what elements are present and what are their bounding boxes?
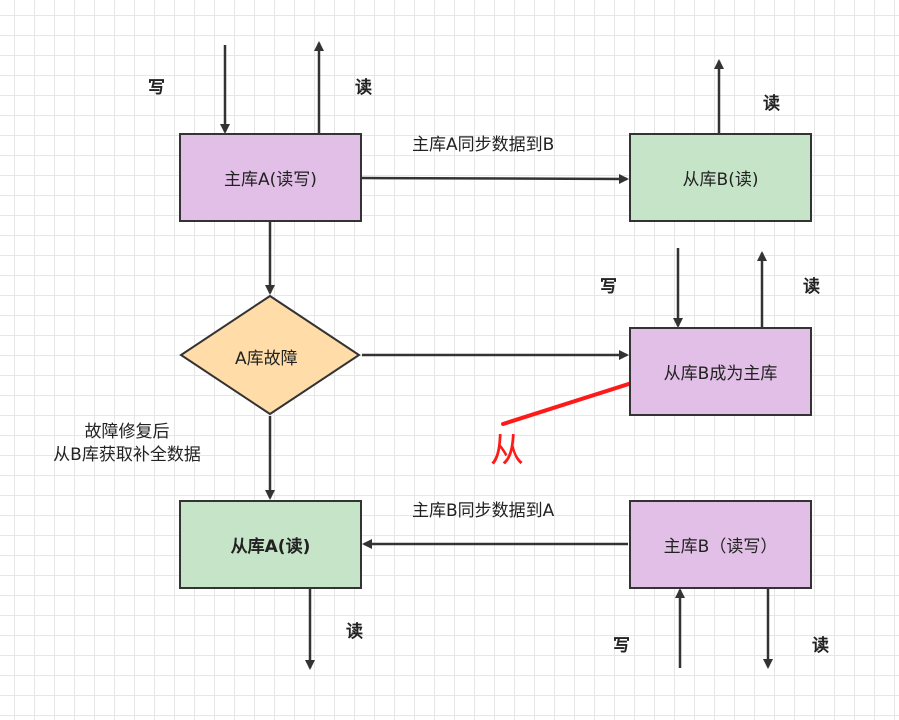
slave-a-node: 从库A(读) <box>179 500 362 589</box>
master-a-read-label: 读 <box>355 78 372 98</box>
b-promoted-read-label: 读 <box>803 277 820 297</box>
b-promoted-label: 从库B成为主库 <box>663 364 778 384</box>
recovery-note-line1: 故障修复后 <box>84 422 170 442</box>
master-a-write-label: 写 <box>148 78 165 98</box>
master-b-read-label: 读 <box>812 636 829 656</box>
recovery-note: 故障修复后 从B库获取补全数据 <box>32 421 222 467</box>
fault-a-label: A库故障 <box>235 349 298 369</box>
master-b-write-label: 写 <box>613 636 630 656</box>
sync-a-to-b-arrow <box>361 173 629 184</box>
slave-a-label: 从库A(读) <box>230 537 311 557</box>
recovery-note-line2: 从B库获取补全数据 <box>53 445 201 465</box>
master-a-node: 主库A(读写) <box>179 133 362 222</box>
sync-a-to-b-label: 主库A同步数据到B <box>412 135 555 155</box>
sync-b-to-a-label: 主库B同步数据到A <box>412 501 555 521</box>
slave-b-label: 从库B(读) <box>682 170 759 190</box>
master-b-label: 主库B（读写） <box>663 537 778 557</box>
master-a-label: 主库A(读写) <box>224 170 317 190</box>
b-promoted-node: 从库B成为主库 <box>629 327 812 416</box>
b-promoted-write-label: 写 <box>600 277 617 297</box>
slave-b-read-label: 读 <box>763 94 780 114</box>
handwritten-annotation: 从 <box>490 431 524 471</box>
master-b-node: 主库B（读写） <box>629 500 812 589</box>
slave-a-read-label: 读 <box>346 622 363 642</box>
fault-decision-diamond <box>179 294 361 416</box>
slave-b-node: 从库B(读) <box>629 133 812 222</box>
